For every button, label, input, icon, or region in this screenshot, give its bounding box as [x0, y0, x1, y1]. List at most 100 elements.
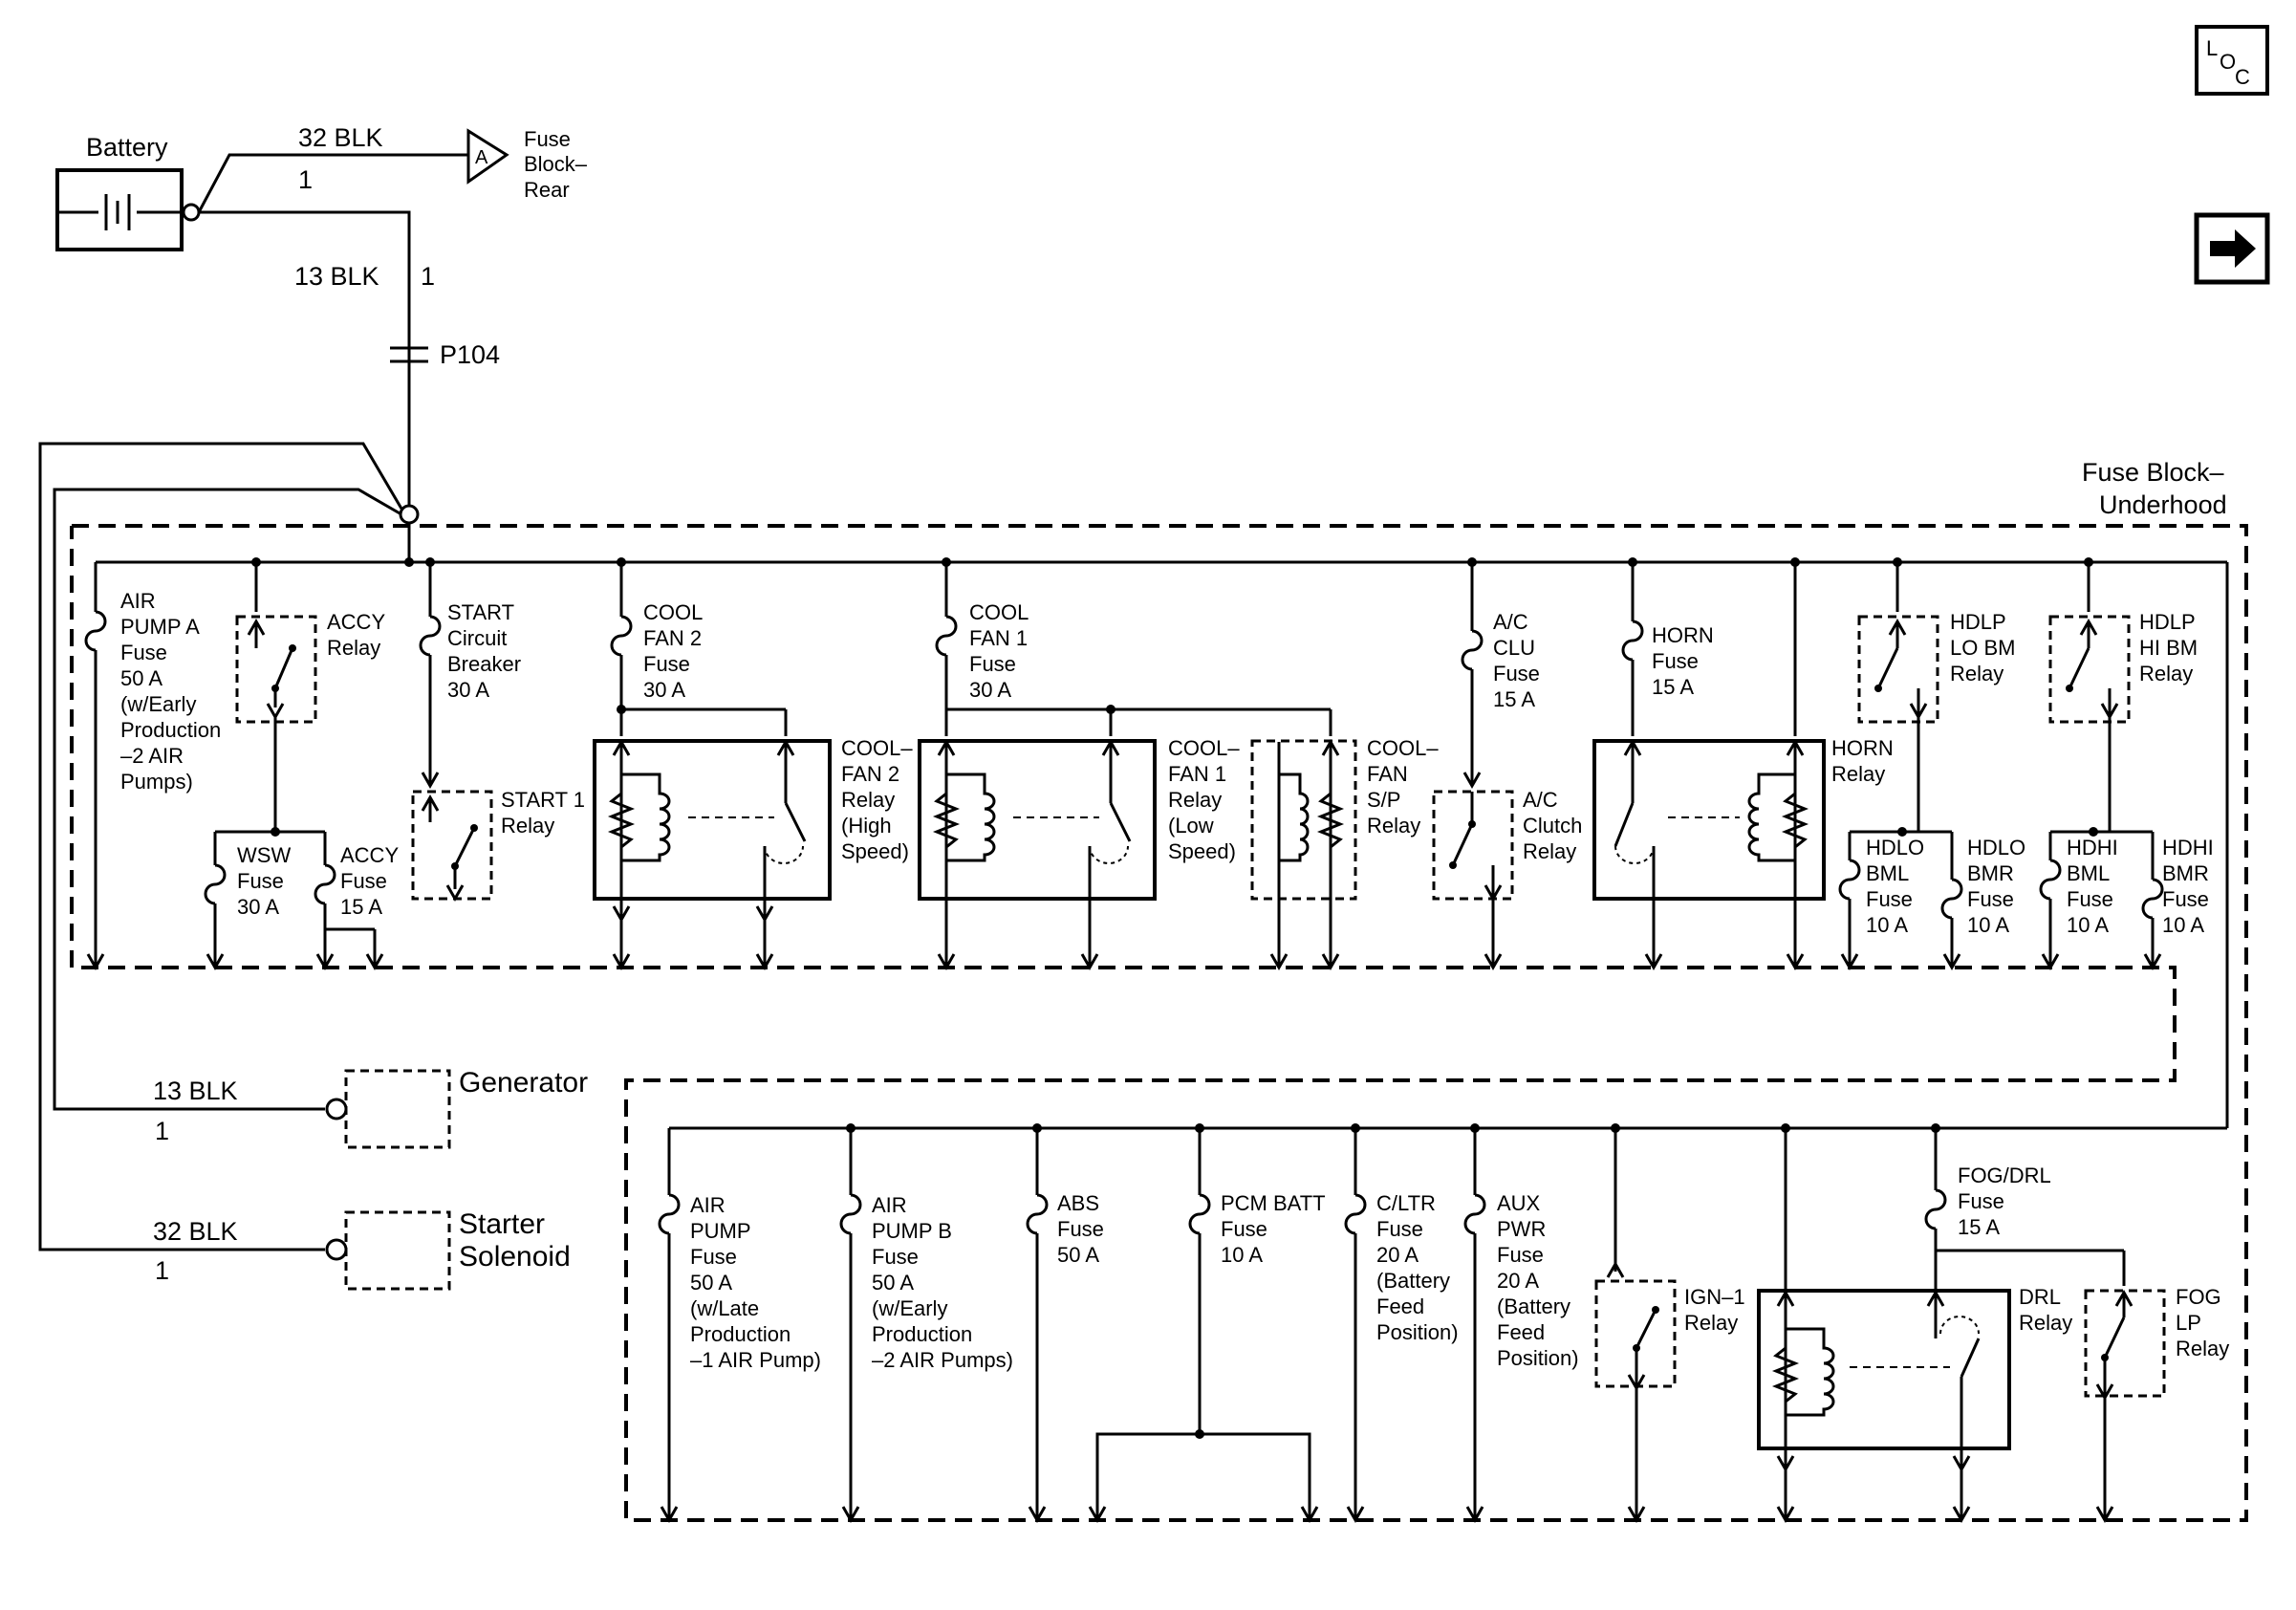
cool-fan-sp-relay-label-line: COOL– — [1367, 736, 1439, 760]
hdhi-bmr-fuse-label-line: Fuse — [2162, 887, 2209, 911]
next-page-arrow-icon[interactable] — [2194, 212, 2270, 285]
air-pump-a-fuse-label-line: PUMP A — [120, 615, 200, 639]
start-circuit-breaker-label-line: START — [447, 600, 514, 624]
fog-lp-relay-label-line: LP — [2176, 1311, 2201, 1335]
air-pump-b-fuse-label-line: (w/Early — [872, 1296, 947, 1320]
fog-lp-relay — [2084, 1289, 2166, 1524]
cool-fan2-fuse-label-line: 30 A — [643, 678, 685, 702]
splice-p104-label: P104 — [440, 340, 500, 369]
hdlp-hi-bm-relay-label-line: HI BM — [2139, 636, 2198, 660]
loc-o: O — [2220, 50, 2236, 74]
fog-lp-relay-label-line: FOG — [2176, 1285, 2221, 1309]
hdhi-bml-fuse-label-line: 10 A — [2067, 913, 2109, 937]
starter-solenoid: Starter Solenoid 32 BLK 1 — [153, 1208, 571, 1291]
start1-relay-label-line: Relay — [501, 814, 554, 838]
hdlp-hi-bm-relay-label-line: HDLP — [2139, 610, 2196, 634]
hdhi-fuses — [2039, 830, 2164, 971]
air-pump-b-fuse-label-line: PUMP B — [872, 1219, 952, 1243]
drl-relay-label-line: DRL — [2019, 1285, 2061, 1309]
ign1-relay — [1594, 1128, 1677, 1524]
pcm-batt-fuse-label-line: PCM BATT — [1221, 1191, 1326, 1215]
hdhi-bmr-fuse-label-line: HDHI — [2162, 836, 2214, 859]
cool-fan-sp-relay-label-line: S/P — [1367, 788, 1400, 812]
aux-pwr-fuse-label-line: (Battery — [1497, 1295, 1570, 1318]
wire-32blk-top-num: 1 — [298, 165, 313, 194]
abs-fuse-label-line: 50 A — [1057, 1243, 1099, 1267]
drl-relay-label-line: Relay — [2019, 1311, 2072, 1335]
cool-fan2-fuse — [610, 562, 788, 736]
air-pump-fuse-label-line: (w/Late — [690, 1296, 759, 1320]
air-pump-a-fuse-label-line: Production — [120, 718, 221, 742]
start1-relay-label-line: START 1 — [501, 788, 585, 812]
starter-label-2: Solenoid — [459, 1241, 571, 1273]
start-circuit-breaker-label-line: Breaker — [447, 652, 521, 676]
air-pump-b-fuse-label-line: Production — [872, 1322, 972, 1346]
lower-fuse-stubs — [658, 1128, 1486, 1524]
cool-fan2-relay — [593, 738, 832, 971]
air-pump-b-fuse-label-line: 50 A — [872, 1271, 914, 1295]
connector-a-label-2: Block– — [524, 152, 588, 176]
starter-label-1: Starter — [459, 1208, 545, 1240]
hdhi-bmr-fuse-label-line: 10 A — [2162, 913, 2204, 937]
loc-l: L — [2206, 36, 2218, 60]
cool-fan2-fuse-label-line: Fuse — [643, 652, 690, 676]
bus-junctions — [251, 557, 2098, 1133]
horn-fuse-label-line: HORN — [1652, 623, 1714, 647]
air-pump-a-fuse — [84, 562, 107, 971]
abs-fuse-label-line: Fuse — [1057, 1217, 1104, 1241]
underhood-label-2: Underhood — [2099, 490, 2227, 519]
air-pump-a-fuse-label-line: AIR — [120, 589, 156, 613]
fuse-block-outline — [70, 524, 2248, 1522]
loc-icon[interactable]: L O C — [2195, 25, 2269, 96]
hdhi-bml-fuse-label-line: Fuse — [2067, 887, 2113, 911]
accy-fuse-label-line: Fuse — [340, 869, 387, 893]
air-pump-b-fuse-label-line: Fuse — [872, 1245, 919, 1269]
wire-13blk-vertical — [199, 210, 411, 514]
start-circuit-breaker — [419, 562, 442, 790]
fog-drl-fuse-label-line: 15 A — [1958, 1215, 2000, 1239]
cool-fan1-fuse-label-line: 30 A — [969, 678, 1011, 702]
cool-fan2-relay-label-line: Relay — [841, 788, 895, 812]
accy-fuse-label-line: 15 A — [340, 895, 382, 919]
hdlp-lo-bm-relay-label-line: LO BM — [1950, 636, 2015, 660]
ign1-relay-label-line: Relay — [1684, 1311, 1738, 1335]
c-ltr-fuse-label-line: Feed — [1376, 1295, 1424, 1318]
wsw-fuse-label-line: Fuse — [237, 869, 284, 893]
cool-fan1-relay — [918, 738, 1157, 971]
cool-fan1-relay-label-line: (Low — [1168, 814, 1214, 838]
wsw-fuse-label-line: 30 A — [237, 895, 279, 919]
hdlp-lo-bm-relay-label-line: HDLP — [1950, 610, 2006, 634]
abs-fuse-label-line: ABS — [1057, 1191, 1099, 1215]
aux-pwr-fuse-label-line: AUX — [1497, 1191, 1541, 1215]
cool-fan2-relay-label-line: Speed) — [841, 839, 909, 863]
horn-fuse-label-line: 15 A — [1652, 675, 1694, 699]
ign1-relay-label-line: IGN–1 — [1684, 1285, 1745, 1309]
cool-fan1-relay-label-line: Speed) — [1168, 839, 1236, 863]
air-pump-fuse-label-line: AIR — [690, 1193, 726, 1217]
accy-relay-label-line: Relay — [327, 636, 380, 660]
ac-clu-fuse-label-line: A/C — [1493, 610, 1528, 634]
cool-fan2-relay-label-line: COOL– — [841, 736, 913, 760]
cool-fan1-fuse-label-line: FAN 1 — [969, 626, 1028, 650]
horn-relay-label-line: Relay — [1831, 762, 1885, 786]
ac-clutch-relay — [1432, 790, 1514, 971]
wire-to-starter — [38, 442, 403, 1251]
ac-clutch-relay-label-line: Clutch — [1523, 814, 1582, 838]
fog-lp-relay-label-line: Relay — [2176, 1337, 2229, 1360]
air-pump-a-fuse-label-line: 50 A — [120, 666, 162, 690]
cool-fan-sp-relay — [1250, 738, 1357, 971]
wire-13blk-num: 1 — [421, 262, 435, 291]
ac-clutch-relay-label-line: A/C — [1523, 788, 1558, 812]
cool-fan1-fuse-label-line: COOL — [969, 600, 1029, 624]
cool-fan1-relay-label-line: Relay — [1168, 788, 1222, 812]
c-ltr-fuse-label-line: (Battery — [1376, 1269, 1450, 1293]
starter-wire-label: 32 BLK — [153, 1217, 238, 1246]
wsw-accy-fuses — [204, 830, 384, 971]
aux-pwr-fuse-label-line: PWR — [1497, 1217, 1546, 1241]
aux-pwr-fuse-label-line: Position) — [1497, 1346, 1579, 1370]
air-pump-fuse-label-line: Fuse — [690, 1245, 737, 1269]
bus-junction-dot — [404, 557, 414, 567]
horn-fuse — [1621, 562, 1797, 736]
start1-relay — [411, 790, 493, 903]
